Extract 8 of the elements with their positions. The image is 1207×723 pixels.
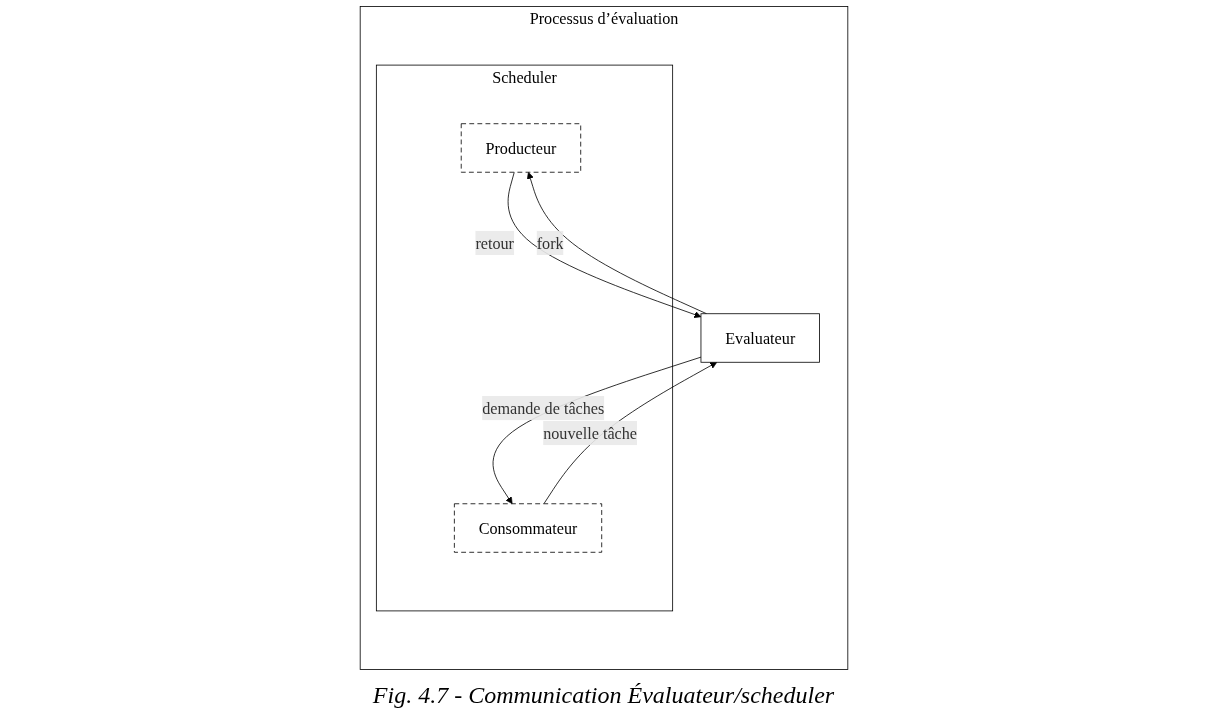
- edge-label: nouvelle tâche: [542, 424, 637, 442]
- node-box: Evaluateur: [700, 313, 820, 363]
- node-box: Producteur: [460, 123, 581, 173]
- edge-label: fork: [536, 234, 564, 252]
- edge-label: demande de tâches: [481, 399, 604, 417]
- edge-label: retour: [474, 234, 514, 252]
- figure-caption: Fig. 4.7 - Communication Évaluateur/scheduler: [372, 682, 835, 709]
- node-box: Consommateur: [453, 503, 602, 553]
